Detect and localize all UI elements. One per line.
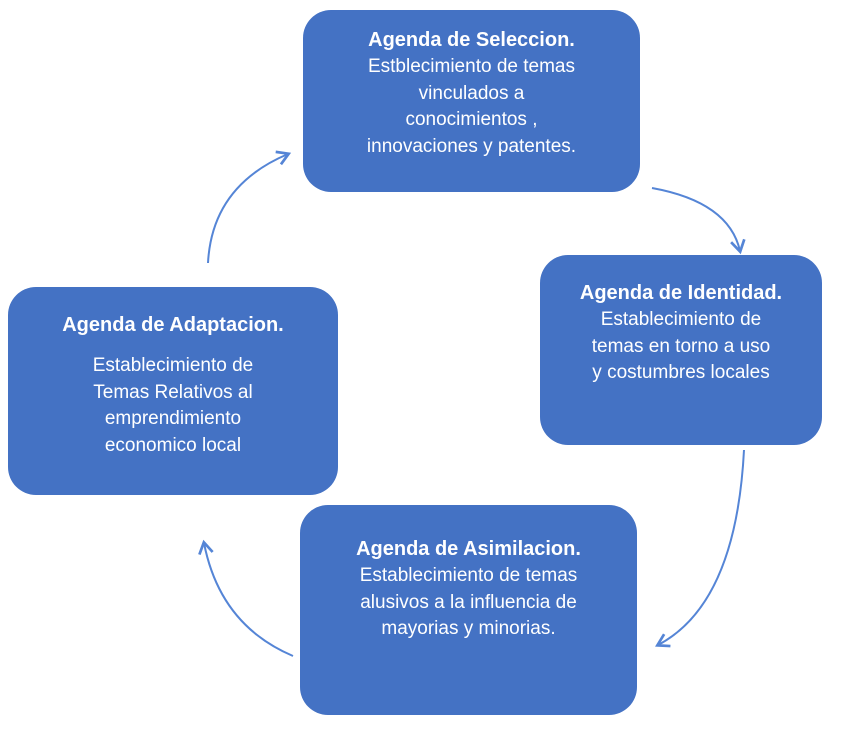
node-agenda-seleccion: Agenda de Seleccion. Estblecimiento de t… — [303, 10, 640, 192]
node-agenda-identidad-body: Establecimiento de temas en torno a uso … — [591, 309, 771, 384]
node-agenda-seleccion-body: Estblecimiento de temas vinculados a con… — [366, 56, 577, 157]
node-agenda-seleccion-title: Agenda de Seleccion. — [368, 29, 575, 51]
node-agenda-identidad-title: Agenda de Identidad. — [579, 282, 783, 304]
arrow-left-to-top-icon — [207, 150, 292, 264]
node-agenda-adaptacion-body: Establecimiento de Temas Relativos al em… — [92, 355, 254, 456]
arrow-right-to-bottom-icon — [655, 449, 745, 648]
node-agenda-asimilacion-body: Establecimiento de temas alusivos a la i… — [359, 565, 578, 640]
node-agenda-identidad: Agenda de Identidad. Establecimiento de … — [540, 255, 822, 445]
arrow-bottom-to-left-icon — [198, 539, 294, 657]
arrow-top-to-right-icon — [651, 187, 746, 255]
node-agenda-asimilacion: Agenda de Asimilacion. Establecimiento d… — [300, 505, 637, 715]
node-agenda-adaptacion-title: Agenda de Adaptacion. — [62, 314, 284, 336]
node-agenda-asimilacion-title: Agenda de Asimilacion. — [356, 538, 581, 560]
node-agenda-adaptacion: Agenda de Adaptacion. Establecimiento de… — [8, 287, 338, 495]
